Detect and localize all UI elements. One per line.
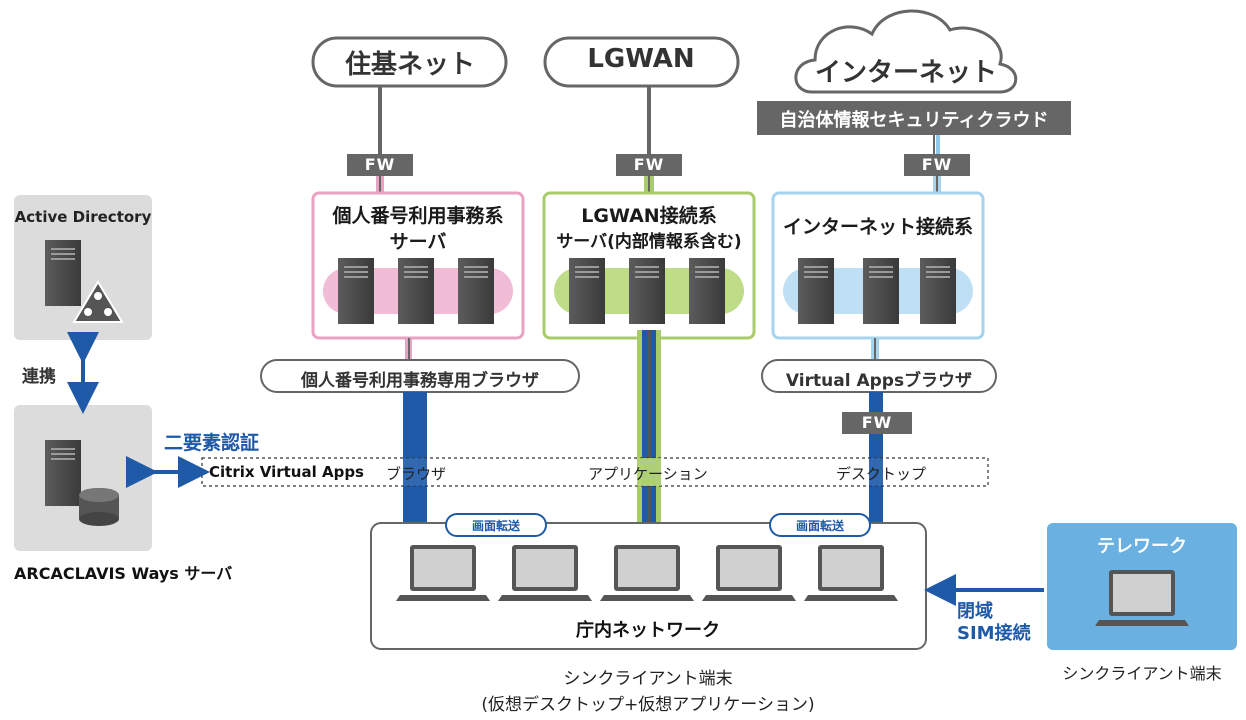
fw-label-4: FW	[861, 413, 893, 432]
two-factor-label: 二要素認証	[164, 432, 260, 454]
fw-label-2: FW	[633, 155, 665, 174]
thin-client-caption-2: (仮想デスクトップ+仮想アプリケーション)	[481, 695, 815, 715]
server-group-mynumber	[338, 258, 494, 324]
telework-title: テレワーク	[1097, 536, 1187, 557]
fw-label-3: FW	[921, 155, 953, 174]
internet-cloud	[794, 9, 1018, 94]
fw-box-3	[904, 154, 970, 176]
screen-transfer-tag-1	[445, 513, 547, 537]
server-group-lgwan	[569, 258, 725, 324]
zone-lgwan-title: LGWAN接続系サーバ(内部情報系含む)	[556, 205, 742, 252]
screen-transfer-tag-2	[769, 513, 871, 537]
juki-net-label: 住基ネット	[344, 50, 476, 80]
fw-box-4	[842, 412, 912, 434]
screen-transfer-label-1: 画面転送	[471, 519, 521, 533]
lgwan-pill	[543, 36, 740, 88]
fw-box-1	[347, 154, 413, 176]
office-network-label: 庁内ネットワーク	[576, 620, 720, 641]
arcaclavis-label: ARCACLAVIS Ways サーバ	[14, 564, 233, 583]
citrix-desktop-label: デスクトップ	[836, 465, 927, 483]
zone-internet-title: インターネット接続系	[782, 216, 974, 238]
server-group-internet	[798, 258, 956, 324]
internet-label: インターネット	[814, 58, 998, 88]
browser-virtual-label: Virtual Appsブラウザ	[785, 371, 973, 391]
zone-mynumber-title: 個人番号利用事務系サーバ	[332, 205, 504, 253]
fw-label-1: FW	[364, 155, 396, 174]
active-directory-label: Active Directory	[14, 208, 152, 226]
security-cloud-label: 自治体情報セキュリティクラウド	[779, 110, 1049, 131]
browser-mynumber-label: 個人番号利用事務専用ブラウザ	[301, 371, 539, 391]
citrix-application-label: アプリケーション	[588, 465, 708, 483]
telework-terminal-label: シンクライアント端末	[1062, 664, 1222, 683]
thin-client-caption-1: シンクライアント端末	[563, 669, 733, 689]
arcaclavis-box	[14, 405, 152, 551]
citrix-label: Citrix Virtual Apps	[209, 463, 364, 481]
fw-box-2	[616, 154, 682, 176]
juki-net-pill	[311, 36, 508, 88]
link-label: 連携	[22, 367, 56, 387]
citrix-browser-label: ブラウザ	[386, 465, 447, 483]
lgwan-label: LGWAN	[587, 44, 695, 74]
screen-transfer-label-2: 画面転送	[795, 519, 845, 533]
security-cloud-bar	[757, 101, 1071, 135]
